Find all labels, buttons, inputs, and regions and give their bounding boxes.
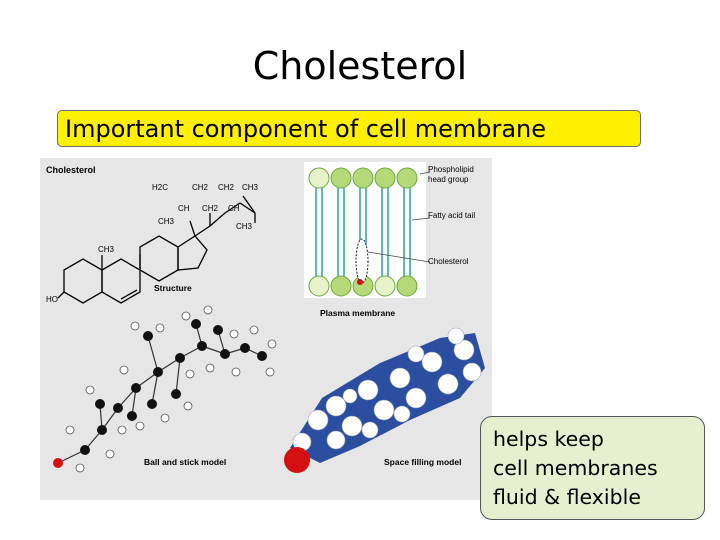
banner: Important component of cell membrane: [57, 110, 641, 147]
formula-label: H2C: [152, 183, 168, 192]
structure-label: Structure: [154, 283, 192, 293]
formula-label: CH: [178, 204, 190, 213]
note-box: helps keep cell membranes fluid & flexib…: [480, 416, 705, 520]
callout-label: head group: [428, 175, 469, 184]
callout-label: Fatty acid tail: [428, 211, 475, 220]
space-filling-label: Space filling model: [384, 457, 461, 467]
formula-label: CH2: [202, 204, 219, 213]
figure-heading: Cholesterol: [46, 165, 96, 175]
formula-label: CH2: [192, 183, 209, 192]
ball-and-stick-model: [53, 305, 277, 473]
plasma-membrane: [304, 162, 431, 298]
cholesterol-figure: Cholesterol H2C CH2 CH2 CH3 CH CH2 CH CH…: [40, 158, 492, 500]
space-filling-model: [284, 327, 485, 473]
formula-label: CH: [228, 204, 240, 213]
banner-text: Important component of cell membrane: [65, 115, 547, 143]
ball-stick-label: Ball and stick model: [144, 457, 226, 467]
note-line: fluid & flexible: [493, 485, 641, 509]
note-line: cell membranes: [493, 456, 658, 480]
note-line: helps keep: [493, 427, 604, 451]
formula-label: HO: [46, 295, 58, 304]
formula-label: CH3: [98, 245, 115, 254]
slide-title: Cholesterol: [252, 44, 468, 88]
formula-label: CH3: [158, 217, 175, 226]
membrane-label: Plasma membrane: [320, 308, 395, 318]
callout-label: Phospholipid: [428, 165, 474, 174]
formula-label: CH2: [218, 183, 235, 192]
formula-label: CH3: [242, 183, 259, 192]
formula-label: CH3: [236, 222, 253, 231]
callout-label: Cholesterol: [428, 257, 469, 266]
steroid-structure: [57, 195, 256, 304]
